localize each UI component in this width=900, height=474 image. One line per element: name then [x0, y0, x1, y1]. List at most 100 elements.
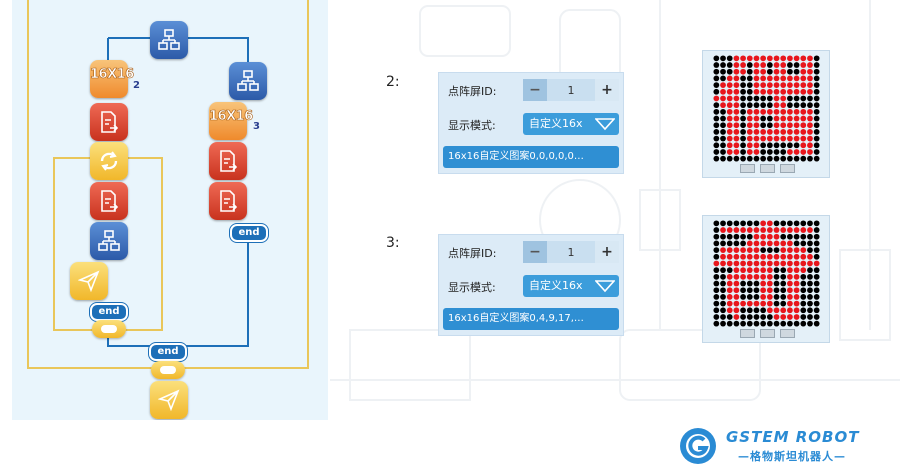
led-dot — [800, 135, 807, 142]
led-dot — [713, 149, 720, 155]
condition-block[interactable] — [150, 21, 188, 59]
increment-button[interactable]: + — [595, 79, 619, 101]
led-dot — [766, 320, 773, 327]
led-dot — [720, 82, 726, 88]
led-dot — [773, 240, 780, 247]
led-dot — [793, 135, 800, 142]
led-dot — [740, 240, 746, 247]
led-dot — [793, 122, 800, 129]
send-block[interactable] — [70, 262, 108, 300]
end-block[interactable]: end — [230, 224, 268, 242]
led-dot — [720, 122, 726, 129]
matrix-16x16-block[interactable]: 16X16 — [90, 60, 135, 98]
display-mode-select[interactable]: 自定义16x — [523, 113, 619, 135]
led-dot — [720, 280, 726, 287]
led-dot — [793, 220, 800, 227]
custom-pattern-field[interactable]: 16x16自定义图案0,0,0,0,0… — [443, 146, 619, 168]
matrix-button[interactable] — [780, 329, 795, 338]
loop-block[interactable] — [90, 142, 128, 180]
end-block[interactable]: end — [90, 303, 128, 321]
led-dot — [787, 82, 793, 88]
document-block[interactable] — [90, 103, 128, 141]
led-dot — [753, 135, 760, 142]
led-dot — [720, 300, 726, 307]
document-block[interactable] — [209, 182, 247, 220]
led-dot — [726, 88, 733, 95]
increment-button[interactable]: + — [595, 241, 619, 263]
led-dot — [746, 240, 753, 247]
led-dot — [787, 247, 793, 253]
flowchart-canvas[interactable]: 16X16 2 — [12, 0, 328, 420]
led-dot — [800, 307, 807, 314]
led-dot — [800, 155, 807, 162]
display-mode-select[interactable]: 自定义16x — [523, 275, 619, 297]
led-dot — [787, 155, 793, 162]
led-dot — [726, 220, 733, 227]
matrix-16x16-block[interactable]: 16X16 — [209, 102, 254, 140]
decrement-button[interactable]: − — [523, 79, 547, 101]
condition-block[interactable] — [90, 222, 128, 260]
led-dot — [793, 294, 800, 300]
end-block[interactable]: end — [149, 343, 187, 361]
logo-title: GSTEM ROBOT — [726, 428, 860, 446]
document-block[interactable] — [90, 182, 128, 220]
led-dot — [766, 294, 773, 300]
led-dot — [813, 155, 820, 162]
flowchart-icon — [98, 230, 120, 251]
led-dot — [753, 287, 760, 294]
logo-subtitle: —格物斯坦机器人— — [738, 450, 846, 463]
led-dot — [807, 129, 813, 135]
led-dot — [740, 108, 746, 115]
send-icon — [158, 389, 180, 411]
led-dot — [726, 75, 733, 82]
document-block[interactable] — [209, 142, 247, 180]
decrement-button[interactable]: − — [523, 241, 547, 263]
loop-end-block[interactable] — [92, 320, 126, 338]
led-dot — [740, 267, 746, 274]
led-dot — [780, 287, 787, 294]
matrix-button[interactable] — [760, 329, 775, 338]
led-dot — [733, 320, 740, 327]
led-dot — [740, 55, 746, 62]
led-dot — [733, 294, 740, 300]
led-dot — [813, 220, 820, 227]
led-dot — [746, 227, 753, 233]
led-dot — [713, 253, 720, 260]
send-block[interactable] — [150, 381, 188, 419]
led-dot — [760, 267, 767, 274]
custom-pattern-field[interactable]: 16x16自定义图案0,4,9,17,… — [443, 308, 619, 330]
led-dot — [780, 55, 787, 62]
led-dot — [766, 220, 773, 227]
matrix-button[interactable] — [760, 164, 775, 173]
led-dot — [713, 108, 720, 115]
led-dot — [713, 273, 720, 280]
led-dot — [733, 260, 740, 267]
led-dot — [787, 280, 793, 287]
matrix-button[interactable] — [740, 329, 755, 338]
led-dot — [793, 227, 800, 233]
led-dot — [780, 227, 787, 233]
condition-block[interactable] — [229, 62, 267, 100]
loop-end-block[interactable] — [151, 361, 185, 379]
led-dot — [713, 267, 720, 274]
matrix-id-stepper[interactable]: − 1 + — [523, 79, 619, 101]
matrix-id-value[interactable]: 1 — [567, 245, 575, 259]
led-dot — [793, 273, 800, 280]
led-dot — [720, 267, 726, 274]
led-dot — [766, 142, 773, 149]
matrix-id-label: 点阵屏ID: — [448, 247, 497, 260]
led-dot — [800, 129, 807, 135]
led-dot — [733, 102, 740, 109]
led-dot — [713, 68, 720, 75]
led-dot — [733, 314, 740, 320]
matrix-id-value[interactable]: 1 — [567, 83, 575, 97]
matrix-id-stepper[interactable]: − 1 + — [523, 241, 619, 263]
led-dot — [760, 55, 767, 62]
led-dot — [766, 260, 773, 267]
led-dot — [733, 253, 740, 260]
matrix-button[interactable] — [780, 164, 795, 173]
led-dot — [746, 280, 753, 287]
matrix-button[interactable] — [740, 164, 755, 173]
led-dot — [720, 108, 726, 115]
